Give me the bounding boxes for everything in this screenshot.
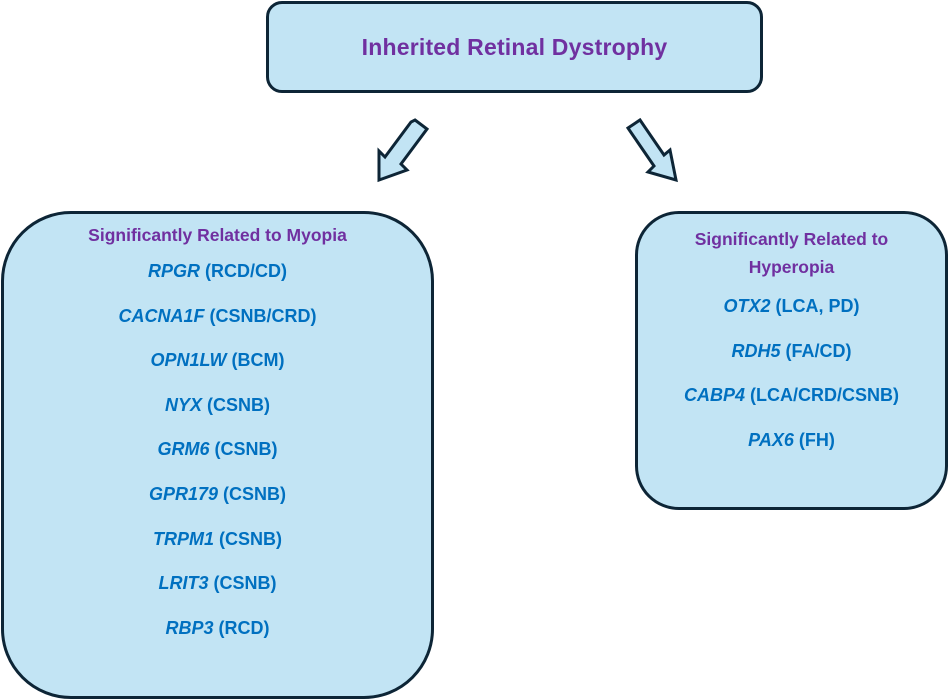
gene-conditions: (CSNB): [202, 394, 270, 415]
myopia-node: Significantly Related to Myopia RPGR (RC…: [1, 211, 434, 699]
gene-name: RBP3: [165, 617, 214, 638]
gene-item: TRPM1 (CSNB): [4, 517, 431, 562]
gene-conditions: (BCM): [226, 350, 285, 371]
arrow-down-right-icon: [625, 117, 678, 183]
gene-name: NYX: [164, 394, 202, 415]
gene-name: PAX6: [748, 429, 794, 450]
gene-name: RPGR: [147, 261, 200, 281]
gene-name: RDH5: [731, 340, 781, 361]
hyperopia-heading: Significantly Related to Hyperopia: [694, 229, 889, 277]
gene-item: OPN1LW (BCM): [4, 338, 431, 383]
gene-name: OPN1LW: [150, 350, 227, 371]
gene-name: GPR179: [148, 483, 219, 504]
gene-conditions: (CSNB/CRD): [204, 305, 317, 326]
gene-item: PAX6 (FH): [638, 418, 945, 463]
gene-conditions: (CSNB): [214, 528, 282, 549]
myopia-gene-list: RPGR (RCD/CD) CACNA1F (CSNB/CRD) OPN1LW …: [4, 249, 431, 650]
gene-item: OTX2 (LCA, PD): [638, 284, 945, 329]
root-title: Inherited Retinal Dystrophy: [361, 33, 668, 60]
gene-name: TRPM1: [152, 528, 214, 549]
gene-name: CABP4: [684, 385, 746, 406]
gene-conditions: (FH): [793, 429, 835, 450]
myopia-heading: Significantly Related to Myopia: [88, 225, 347, 245]
hyperopia-gene-list: OTX2 (LCA, PD) RDH5 (FA/CD) CABP4 (LCA/C…: [638, 284, 945, 462]
hyperopia-node: Significantly Related to Hyperopia OTX2 …: [635, 211, 948, 510]
gene-name: GRM6: [157, 439, 210, 460]
gene-conditions: (CSNB): [218, 483, 287, 504]
root-node: Inherited Retinal Dystrophy: [266, 1, 763, 93]
gene-conditions: (RCD): [213, 617, 270, 638]
gene-item: RDH5 (FA/CD): [638, 329, 945, 374]
gene-conditions: (FA/CD): [780, 340, 852, 361]
gene-item: CABP4 (LCA/CRD/CSNB): [638, 373, 945, 418]
gene-item: LRIT3 (CSNB): [4, 561, 431, 606]
gene-conditions: (CSNB): [209, 439, 278, 460]
gene-item: RBP3 (RCD): [4, 606, 431, 651]
gene-name: CACNA1F: [118, 305, 205, 326]
gene-conditions: (RCD/CD): [200, 261, 287, 281]
gene-conditions: (CSNB): [208, 573, 277, 594]
arrow-down-left-icon: [377, 118, 430, 183]
gene-name: LRIT3: [158, 573, 209, 594]
gene-item: GRM6 (CSNB): [4, 427, 431, 472]
gene-item: GPR179 (CSNB): [4, 472, 431, 517]
gene-conditions: (LCA/CRD/CSNB): [745, 385, 899, 406]
gene-item: NYX (CSNB): [4, 383, 431, 428]
gene-item: CACNA1F (CSNB/CRD): [4, 294, 431, 339]
gene-item: RPGR (RCD/CD): [4, 249, 431, 294]
gene-name: OTX2: [723, 296, 771, 316]
gene-conditions: (LCA, PD): [770, 296, 860, 316]
